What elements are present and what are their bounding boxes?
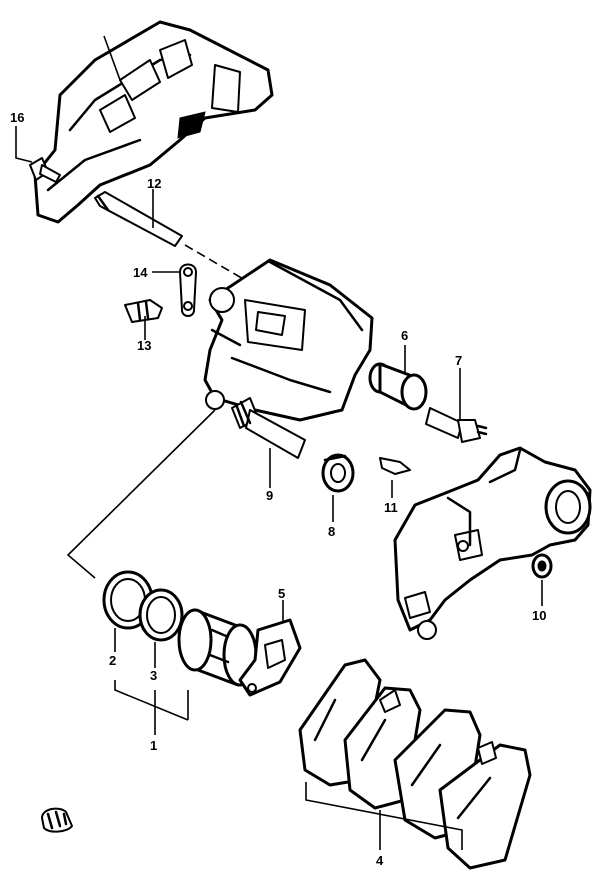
sleeve-part [368, 362, 428, 411]
bleeder-valve-part [124, 299, 163, 323]
callout-3: 3 [150, 668, 157, 683]
caliper-guard-part [33, 20, 274, 224]
caliper-pin-part [94, 191, 183, 247]
dust-seal-part [138, 588, 184, 642]
callout-11: 11 [384, 500, 398, 515]
callout-16: 16 [10, 110, 24, 125]
leader-lines [15, 35, 543, 850]
callout-5: 5 [278, 586, 285, 601]
bleeder-bracket-part [179, 263, 197, 317]
pad-shim-part [238, 618, 302, 697]
diagram-code-mark [41, 807, 73, 833]
guard-bolt-part [29, 157, 61, 183]
brake-pad-set-part [298, 658, 532, 870]
callout-2: 2 [109, 653, 116, 668]
caliper-body-part [203, 258, 374, 422]
callout-12: 12 [147, 176, 161, 191]
callout-9: 9 [266, 488, 273, 503]
callout-1: 1 [150, 738, 157, 753]
pin-alignment-line [184, 244, 246, 281]
callout-14: 14 [133, 265, 148, 280]
callout-4: 4 [376, 853, 384, 868]
sleeve-bolt-part [425, 407, 488, 443]
bracket-bushing-part [531, 553, 553, 579]
callout-6: 6 [401, 328, 408, 343]
boot-part [321, 453, 355, 493]
caliper-bracket-part [393, 446, 592, 640]
callout-13-bleeder: 13 [137, 338, 151, 353]
callout-7: 7 [455, 353, 462, 368]
pad-spring-part [379, 457, 411, 475]
callout-10: 10 [532, 608, 546, 623]
callout-8: 8 [328, 524, 335, 539]
slide-pin-part [231, 397, 306, 459]
